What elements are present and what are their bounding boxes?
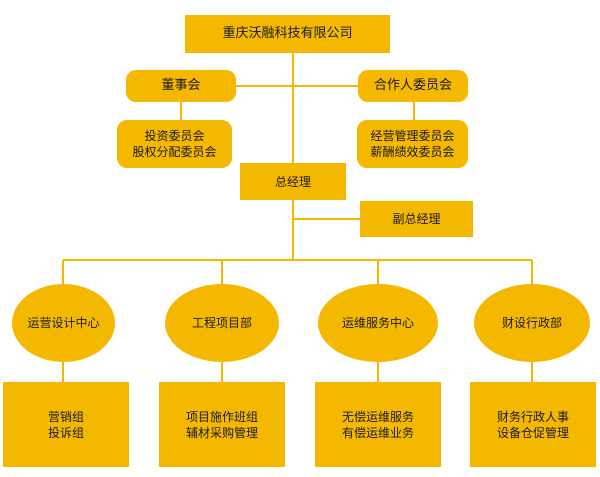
partner-box: 合作人委员会 <box>358 70 468 102</box>
partner-committee-item: 经营管理委员会 <box>370 129 455 143</box>
unit-item: 营销组 <box>47 409 84 424</box>
board-committee-item: 投资委员会 <box>144 129 205 143</box>
department-name: 运维服务中心 <box>341 316 414 330</box>
unit-item: 设备仓促管理 <box>496 425 569 440</box>
general-manager-box: 总经理 <box>240 163 346 200</box>
partner-committee-item: 薪酬绩效委员会 <box>370 145 455 159</box>
board-title: 董事会 <box>161 78 201 93</box>
department-name: 财设行政部 <box>501 316 562 330</box>
unit-item: 项目施作班组 <box>185 409 258 424</box>
department-units-box: 项目施作班组 辅材采购管理 <box>159 382 285 467</box>
unit-item: 无偿运维服务 <box>341 409 414 424</box>
company-box: 重庆沃融科技有限公司 <box>185 15 390 53</box>
department-name: 运营设计中心 <box>27 316 100 330</box>
general-manager-title: 总经理 <box>274 174 311 189</box>
board-committees-box: 投资委员会 股权分配委员会 <box>117 120 232 168</box>
department-oval: 运营设计中心 <box>12 284 115 362</box>
partner-title: 合作人委员会 <box>373 78 452 93</box>
department-name: 工程项目部 <box>191 316 252 330</box>
unit-item: 投诉组 <box>47 425 84 440</box>
department-units-box: 营销组 投诉组 <box>3 382 129 467</box>
board-box: 董事会 <box>126 70 236 102</box>
deputy-manager-box: 副总经理 <box>360 201 473 237</box>
department-units-box: 无偿运维服务 有偿运维业务 <box>315 382 441 467</box>
unit-item: 财务行政人事 <box>496 409 569 424</box>
department-oval: 工程项目部 <box>165 284 279 362</box>
unit-item: 有偿运维业务 <box>341 425 414 440</box>
board-committee-item: 股权分配委员会 <box>132 145 217 159</box>
department-oval: 财设行政部 <box>474 284 590 362</box>
department-units-box: 财务行政人事 设备仓促管理 <box>470 382 596 467</box>
partner-committees-box: 经营管理委员会 薪酬绩效委员会 <box>357 120 468 168</box>
unit-item: 辅材采购管理 <box>185 425 258 440</box>
department-oval: 运维服务中心 <box>318 284 438 362</box>
company-name: 重庆沃融科技有限公司 <box>222 26 353 41</box>
deputy-manager-title: 副总经理 <box>392 212 441 226</box>
